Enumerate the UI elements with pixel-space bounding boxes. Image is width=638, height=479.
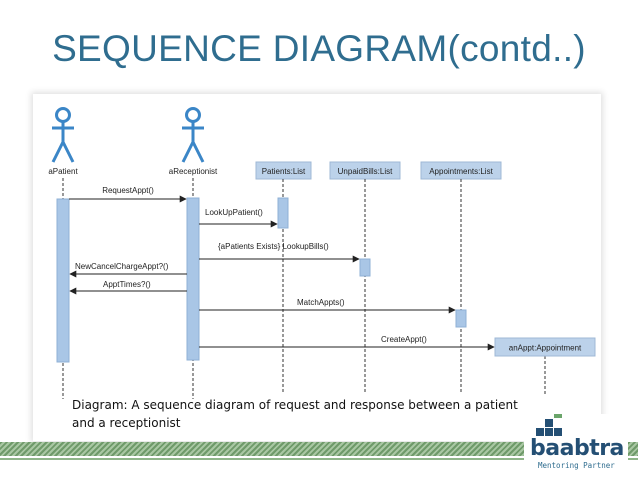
actor-patient: aPatient xyxy=(48,107,78,176)
activation-receptionist xyxy=(186,197,200,361)
object-label: Patients:List xyxy=(262,167,306,176)
actor-receptionist: aReceptionist xyxy=(169,107,218,176)
message-label: ApptTimes?() xyxy=(103,280,151,289)
activation-appointments xyxy=(455,309,467,328)
actor-label: aReceptionist xyxy=(169,167,218,176)
message-new-cancel-charge-appt: NewCancelChargeAppt?() xyxy=(69,262,187,278)
message-create-appt: CreateAppt() xyxy=(199,335,495,351)
sequence-diagram: aPatient aReceptionist Patients:List Unp… xyxy=(33,94,601,441)
object-unpaid-bills-list: UnpaidBills:List xyxy=(329,161,401,180)
stick-figure-icon xyxy=(51,107,75,163)
message-label: {aPatients Exists} LookupBills() xyxy=(218,242,329,251)
object-label: anAppt:Appointment xyxy=(509,344,582,353)
footer-stripe xyxy=(0,442,638,456)
slide-title: SEQUENCE DIAGRAM(contd..) xyxy=(52,28,586,69)
object-appointment: anAppt:Appointment xyxy=(494,337,596,357)
actor-label: aPatient xyxy=(48,167,78,176)
logo-tagline: Mentoring Partner xyxy=(538,461,615,470)
object-label: UnpaidBills:List xyxy=(338,167,393,176)
activation-patients xyxy=(277,197,289,229)
message-look-up-patient: LookUpPatient() xyxy=(199,208,278,228)
message-label: RequestAppt() xyxy=(102,186,154,195)
stick-figure-icon xyxy=(181,107,205,163)
message-label: MatchAppts() xyxy=(297,298,345,307)
activation-bills xyxy=(359,258,371,277)
brand-logo: baabtra Mentoring Partner xyxy=(524,414,628,472)
object-label: Appointments:List xyxy=(429,167,493,176)
message-label: CreateAppt() xyxy=(381,335,427,344)
building-blocks-icon xyxy=(536,414,562,436)
object-appointments-list: Appointments:List xyxy=(420,161,502,180)
message-match-appts: MatchAppts() xyxy=(199,298,456,314)
diagram-caption: Diagram: A sequence diagram of request a… xyxy=(72,398,518,430)
message-request-appt: RequestAppt() xyxy=(69,186,187,203)
footer-line xyxy=(0,458,638,460)
logo-wordmark: baabtra xyxy=(530,436,624,461)
object-patients-list: Patients:List xyxy=(255,161,312,180)
message-lookup-bills: {aPatients Exists} LookupBills() xyxy=(199,242,360,263)
message-label: NewCancelChargeAppt?() xyxy=(75,262,169,271)
activation-patient xyxy=(56,198,70,363)
message-appt-times: ApptTimes?() xyxy=(69,280,187,295)
message-label: LookUpPatient() xyxy=(205,208,263,217)
